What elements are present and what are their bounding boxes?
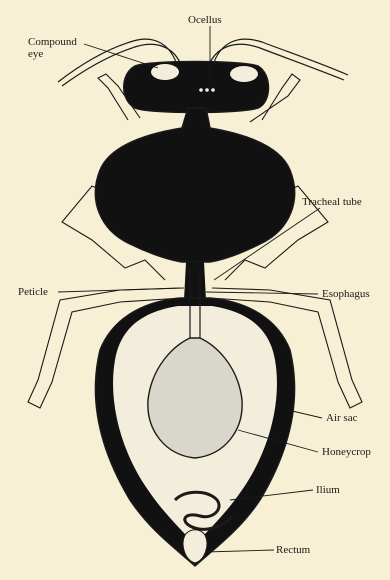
- ocelli: [199, 88, 215, 92]
- label-honeycrop: Honeycrop: [322, 446, 371, 458]
- compound-eye-right: [230, 66, 258, 82]
- label-ocellus: Ocellus: [188, 14, 222, 26]
- thorax: [95, 108, 294, 262]
- petiole-shape: [184, 262, 206, 300]
- label-air-sac: Air sac: [326, 412, 357, 424]
- label-peticle: Peticle: [18, 286, 48, 298]
- label-ilium: Ilium: [316, 484, 340, 496]
- label-compound-eye: Compound eye: [28, 36, 90, 60]
- label-tracheal-tube: Tracheal tube: [302, 196, 362, 208]
- label-esophagus: Esophagus: [322, 288, 370, 300]
- compound-eye-left: [151, 64, 179, 80]
- label-rectum: Rectum: [276, 544, 310, 556]
